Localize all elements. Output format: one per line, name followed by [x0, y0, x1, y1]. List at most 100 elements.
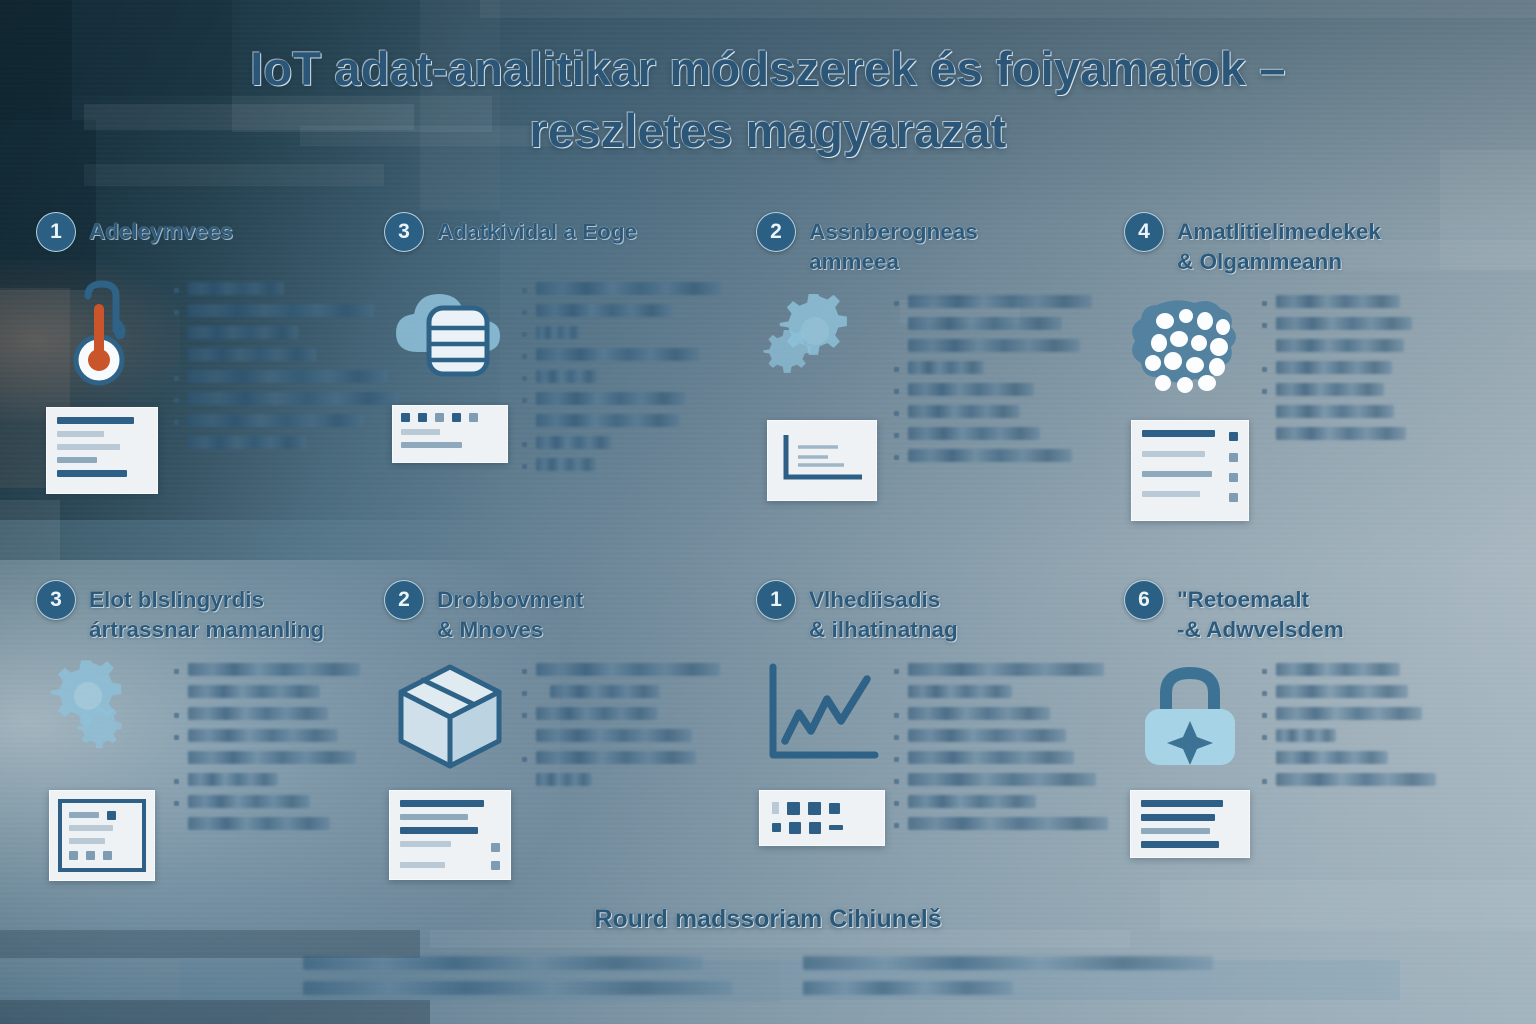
dashboard-screenshot-mockup — [759, 789, 885, 846]
card-title-line-1: Drobbovment — [437, 587, 584, 612]
list-item — [1262, 316, 1500, 330]
list-item — [894, 706, 1124, 720]
card-title-line-2: & Mnoves — [437, 616, 544, 642]
footer-text-line — [803, 956, 1213, 970]
list-item — [894, 772, 1124, 786]
card-body — [384, 659, 756, 880]
card-bullet-list — [516, 659, 756, 880]
list-item — [1262, 294, 1500, 308]
bullet-marker — [894, 800, 899, 806]
card-adeleymvees[interactable]: 1 Adeleymvees — [36, 212, 400, 552]
bullet-marker — [522, 332, 527, 337]
list-item — [1262, 684, 1500, 698]
bullet-marker — [174, 712, 179, 718]
bullet-marker — [174, 398, 179, 403]
bullet-marker — [522, 668, 527, 674]
page-title-line-1: IoT adat-analitikar módszerek és foiyama… — [250, 42, 1286, 95]
chart-axes-screenshot-mockup — [767, 419, 877, 501]
card-title-line-2: & Olgammeann — [1177, 248, 1343, 274]
gears-icon — [43, 659, 161, 776]
bullet-marker — [1262, 690, 1267, 696]
neural-network-icon — [1131, 291, 1249, 406]
list-item — [174, 414, 400, 427]
card-bullet-list — [168, 278, 400, 494]
card-assnberogneas-ammeea[interactable]: 2 Assnberogneas ammeea — [756, 212, 1124, 552]
footer-text-line — [303, 956, 703, 970]
bullet-marker — [522, 288, 527, 293]
list-item — [894, 728, 1124, 742]
list-item — [522, 436, 756, 449]
card-bullet-list — [516, 278, 756, 480]
card-title-line-1: Amatlitielimedekek — [1177, 219, 1381, 244]
card-drobbovment-mnoves[interactable]: 2 Drobbovment & Mnoves — [384, 580, 756, 910]
card-title-line-1: Elot blslingyrdis — [89, 587, 265, 612]
card-body — [384, 278, 756, 480]
bullet-marker — [174, 420, 179, 425]
card-number-badge: 6 — [1124, 580, 1164, 620]
toolbar-screenshot-mockup — [392, 405, 508, 463]
card-body — [36, 659, 384, 881]
list-item — [894, 360, 1124, 374]
cards-row-bottom: 3 Elot blslingyrdis ártrassnar mamanling — [36, 580, 1500, 910]
bullet-marker — [894, 734, 899, 740]
card-header: 3 Elot blslingyrdis ártrassnar mamanling — [36, 580, 384, 645]
card-title-line-1: "Retoemaalt — [1177, 587, 1309, 612]
list-item — [174, 706, 384, 720]
card-elot-blslingyrdis[interactable]: 3 Elot blslingyrdis ártrassnar mamanling — [36, 580, 384, 910]
bullet-marker — [522, 690, 527, 696]
list-item — [174, 370, 400, 383]
card-title-line-2: ártrassnar mamanling — [89, 616, 325, 642]
card-title: Adatkividal a Eoge — [437, 219, 638, 244]
card-title-line-1: Vlhediisadis — [809, 587, 941, 612]
list-item — [522, 348, 756, 361]
list-item — [522, 458, 756, 471]
card-body — [756, 291, 1124, 501]
footer-title: Rourd madssoriam Cihiunelš — [594, 905, 942, 933]
gears-icon — [757, 291, 887, 406]
card-retoemaalt-adwvelsdem[interactable]: 6 "Retoemaalt -& Adwvelsdem — [1124, 580, 1500, 910]
bullet-marker — [1262, 778, 1267, 784]
card-title: Drobbovment & Mnoves — [437, 580, 583, 645]
card-body — [1124, 291, 1500, 521]
list-item — [174, 794, 384, 808]
card-header: 2 Assnberogneas ammeea — [756, 212, 1124, 277]
card-header: 4 Amatlitielimedekek & Olgammeann — [1124, 212, 1500, 277]
card-amatlitielimedekek[interactable]: 4 Amatlitielimedekek & Olgammeann — [1124, 212, 1500, 552]
list-item — [894, 294, 1124, 308]
list-item — [894, 448, 1124, 462]
bullet-marker — [894, 778, 899, 784]
bullet-marker — [522, 756, 527, 762]
list-item — [894, 816, 1124, 830]
card-title-line-2: & ilhatinatnag — [809, 616, 958, 642]
page-title-line-2: reszletes magyarazat — [529, 104, 1007, 158]
footer-columns — [0, 956, 1536, 1006]
card-icon-column — [384, 278, 516, 480]
bullet-marker — [522, 354, 527, 359]
list-screenshot-mockup — [1131, 419, 1249, 521]
card-icon-column — [1124, 291, 1256, 521]
form-screenshot-mockup — [46, 407, 158, 494]
card-icon-column — [36, 659, 168, 881]
footer-column-left — [303, 956, 733, 1006]
list-item — [522, 392, 756, 405]
list-item — [1262, 360, 1500, 374]
bullet-marker — [894, 712, 899, 718]
card-number-badge: 2 — [756, 212, 796, 252]
page-title: IoT adat-analitikar módszerek és foiyama… — [0, 38, 1536, 162]
card-icon-column — [756, 291, 888, 501]
footer-text-line — [303, 981, 733, 995]
card-bullet-list — [1256, 291, 1500, 521]
list-item — [174, 772, 384, 786]
card-vlhediisadis[interactable]: 1 Vlhediisadis & ilhatinatnag — [756, 580, 1124, 910]
bullet-marker — [894, 300, 899, 306]
bullet-marker — [894, 388, 899, 394]
bullet-marker — [174, 800, 179, 806]
card-body — [756, 659, 1124, 846]
card-icon-column — [1124, 659, 1256, 858]
card-title-line-2: -& Adwvelsdem — [1177, 616, 1344, 642]
card-title-line-2: ammeea — [809, 248, 900, 274]
bullet-marker — [894, 668, 899, 674]
card-adatkividal-a-eoge[interactable]: 3 Adatkividal a Eoge — [384, 212, 756, 552]
cards-grid: 1 Adeleymvees — [36, 212, 1500, 910]
